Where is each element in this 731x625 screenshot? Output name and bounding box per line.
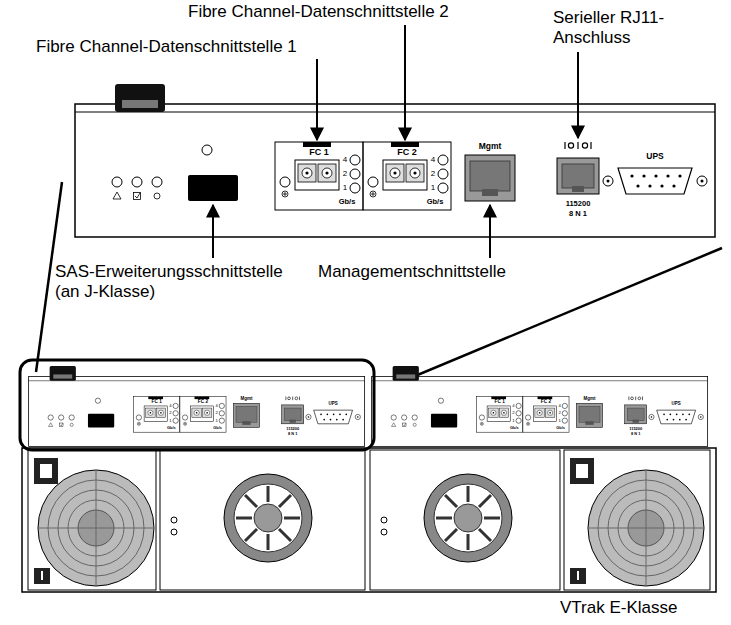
panel-marking: 115200 [286,427,299,431]
panel-marking: 2 [343,170,347,178]
callout-label: VTrak E-Klasse [560,598,677,618]
panel-marking: Mgmt [584,396,596,400]
panel-marking: 4 [558,404,560,408]
panel-marking: FC 2 [397,148,417,157]
callout-label: SAS-Erweiterungsschnittstelle (an J-Klas… [55,262,305,302]
panel-marking: 1 [215,419,217,423]
chassis [22,366,716,592]
panel-marking: UPS [646,152,663,161]
panel-marking: Gb/s [339,198,356,206]
panel-marking: 115200 [629,427,642,431]
callout-label: Fibre Channel-Datenschnittstelle 1 [36,37,297,57]
panel-marking: FC 2 [541,399,551,404]
panel-marking: 4 [215,404,217,408]
callout-label: Fibre Channel-Datenschnittstelle 2 [188,2,449,22]
panel-marking: 2 [431,170,435,178]
panel-marking: Mgmt [241,396,253,400]
panel-marking: Gb/s [213,426,222,430]
controller-panel-enlarged [75,84,715,237]
panel-marking: 1 [558,419,560,423]
panel-marking: 1 [169,419,171,423]
panel-marking: 8 N 1 [631,432,640,436]
panel-marking: 4 [343,156,347,164]
panel-marking: 2 [512,411,514,415]
panel-marking: Gb/s [427,198,444,206]
callout-arrows [213,25,578,258]
panel-marking: Gb/s [510,426,519,430]
panel-marking: Mgmt [479,142,502,151]
panel-marking: 8 N 1 [569,210,587,218]
panel-marking: 8 N 1 [288,432,297,436]
panel-marking: 1 [431,184,435,192]
panel-marking: 4 [431,156,435,164]
panel-marking: FC 1 [152,399,162,404]
panel-marking: Gb/s [167,426,176,430]
panel-marking: 2 [215,411,217,415]
panel-marking: 4 [512,404,514,408]
panel-marking: 1 [512,419,514,423]
panel-marking: Gb/s [556,426,565,430]
panel-marking: 4 [169,404,171,408]
panel-marking: FC 2 [198,399,208,404]
panel-marking: 2 [169,411,171,415]
panel-marking: FC 1 [495,399,505,404]
highlight-frame [20,360,374,450]
panel-marking: 2 [558,411,560,415]
panel-marking: 1 [343,184,347,192]
panel-marking: FC 1 [309,148,329,157]
callout-label: Managementschnittstelle [318,262,506,282]
panel-marking: UPS [329,402,338,406]
callout-label: Serieller RJ11- Anschluss [553,8,673,48]
panel-marking: UPS [672,402,681,406]
panel-marking: 115200 [566,200,591,208]
